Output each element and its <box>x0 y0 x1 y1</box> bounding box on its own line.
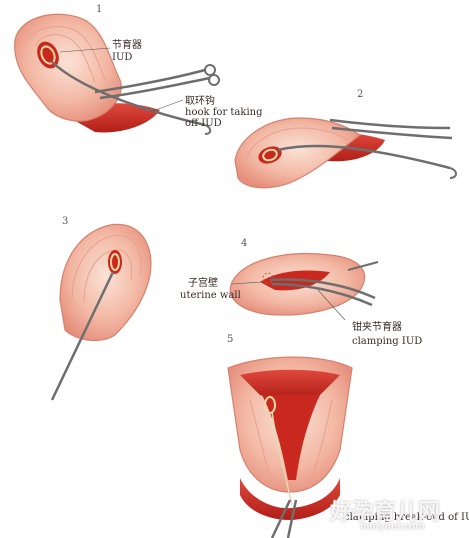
figure-2-hook <box>277 144 451 170</box>
figure-1-contour <box>35 34 96 83</box>
figure-5-forceps <box>286 499 298 538</box>
figure-4-forceps-arm <box>271 282 373 307</box>
figure-1-iud-leader <box>59 47 111 53</box>
figure-3-iud-ring <box>110 253 120 271</box>
figure-2-forceps-arm <box>331 126 453 140</box>
label-uterine-wall-cn: 子宫壁 <box>188 278 218 289</box>
label-iud-cn: 节育器 <box>112 40 142 51</box>
figure-1-hook <box>51 61 206 127</box>
figure-5-fundus-cavity <box>240 369 340 399</box>
figure-5-cervix <box>240 478 340 520</box>
figure-5-uterus <box>227 356 353 538</box>
figure-5-iud-wire <box>271 411 293 506</box>
figure-2-iud-ring <box>262 148 278 162</box>
figure-3-uterus-body <box>59 223 152 342</box>
figure-3-uterus <box>50 223 152 401</box>
figure-4-iud-marker <box>262 272 274 284</box>
figure-1-forceps-handle <box>208 74 220 86</box>
figure-3-contour <box>83 249 133 303</box>
figure-1-contour <box>27 26 106 81</box>
figure-3-hook <box>50 271 115 401</box>
watermark-url: mmyuer.com <box>360 522 425 532</box>
figure-2-hook-tip <box>449 167 457 179</box>
figure-1-uterus <box>14 13 220 135</box>
figure-4-wall-leader <box>231 281 263 285</box>
figure-5-forceps <box>270 499 292 538</box>
figure-5-cavity <box>262 395 320 480</box>
figure-1-hook-tip <box>204 124 212 135</box>
figure-1-forceps-arm <box>99 76 211 100</box>
figure-2-uterus <box>234 117 457 189</box>
label-clamping-iud-en: clamping IUD <box>352 336 423 347</box>
figure-2-uterus-body <box>234 117 362 189</box>
label-hook-en-2: off IUD <box>185 118 222 129</box>
figure-1-hook-leader <box>149 99 184 113</box>
figure-5-iud-ring <box>264 396 276 414</box>
figure-5-contour <box>249 399 273 486</box>
step-number-5: 5 <box>227 334 234 345</box>
figure-4-forceps-arm <box>269 278 376 300</box>
figure-2-forceps-arm <box>329 118 451 130</box>
figure-5-contour <box>309 399 333 486</box>
step-number-3: 3 <box>62 216 69 227</box>
label-iud-en: IUD <box>112 52 133 63</box>
watermark-text: 好孕育儿网 <box>330 500 441 525</box>
step-number-2: 2 <box>357 89 364 100</box>
label-uterine-wall-en: uterine wall <box>180 290 241 301</box>
figure-4-hook <box>347 261 379 271</box>
step-number-1: 1 <box>96 4 103 15</box>
label-hook-en-1: hook for taking <box>185 107 263 118</box>
step-number-4: 4 <box>241 238 248 249</box>
figure-1-uterus-body <box>14 13 122 122</box>
label-hook-cn: 取环钩 <box>185 96 215 107</box>
figure-1-forceps-handle <box>204 64 216 76</box>
figure-2-contour <box>244 127 349 163</box>
figure-4-uterus <box>229 252 379 321</box>
figure-1-forceps-arm <box>94 68 206 94</box>
figure-3-contour <box>71 235 142 301</box>
label-clamping-iud-cn: 钳夹节育器 <box>352 322 402 333</box>
figure-4-clamp-leader <box>317 289 346 321</box>
label-clamping-break-end: clamping break-end of IUD <box>344 512 469 523</box>
